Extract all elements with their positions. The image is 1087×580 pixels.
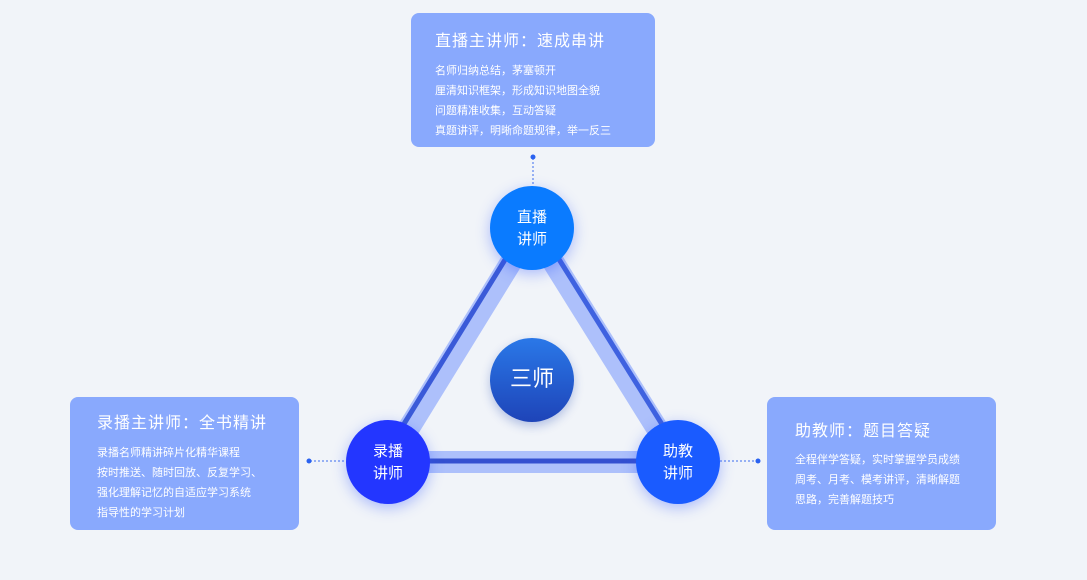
card-line: 思路，完善解题技巧	[795, 493, 894, 506]
card-line: 按时推送、随时回放、反复学习、	[97, 466, 262, 479]
node-label: 助教	[662, 442, 693, 460]
node-assistant-lecturer: 助教 讲师	[636, 420, 720, 504]
node-label: 三师	[509, 367, 554, 392]
node-label: 讲师	[662, 464, 693, 482]
card-recorded-lecturer: 录播主讲师：全书精讲 录播名师精讲碎片化精华课程 按时推送、随时回放、反复学习、…	[70, 397, 299, 530]
node-label: 讲师	[516, 230, 547, 248]
card-title: 直播主讲师：速成串讲	[435, 31, 606, 50]
dot-right	[755, 458, 761, 464]
card-line: 全程伴学答疑，实时掌握学员成绩	[795, 453, 960, 466]
node-label: 直播	[516, 208, 547, 226]
card-live-lecturer: 直播主讲师：速成串讲 名师归纳总结，茅塞顿开 厘清知识框架，形成知识地图全貌 问…	[411, 13, 655, 147]
card-line: 周考、月考、模考讲评，清晰解题	[795, 473, 960, 486]
card-line: 录播名师精讲碎片化精华课程	[97, 446, 240, 459]
node-label: 录播	[372, 442, 403, 460]
card-line: 名师归纳总结，茅塞顿开	[435, 64, 556, 77]
connector-top-right	[522, 222, 688, 468]
card-title: 助教师：题目答疑	[795, 421, 932, 440]
node-three-teachers: 三师	[490, 338, 574, 422]
dot-left	[306, 458, 312, 464]
node-label: 讲师	[372, 464, 403, 482]
card-line: 真题讲评，明晰命题规律，举一反三	[435, 124, 611, 137]
node-live-lecturer: 直播 讲师	[490, 186, 574, 270]
dot-top	[530, 154, 536, 160]
connector-top-left	[378, 222, 542, 468]
card-line: 厘清知识框架，形成知识地图全貌	[435, 84, 600, 97]
card-teaching-assistant: 助教师：题目答疑 全程伴学答疑，实时掌握学员成绩 周考、月考、模考讲评，清晰解题…	[767, 397, 996, 530]
card-line: 强化理解记忆的自适应学习系统	[97, 486, 251, 499]
card-title: 录播主讲师：全书精讲	[97, 413, 268, 432]
connector-left-right	[388, 451, 678, 473]
node-recorded-lecturer: 录播 讲师	[346, 420, 430, 504]
card-line: 问题精准收集，互动答疑	[435, 104, 556, 117]
card-line: 指导性的学习计划	[97, 506, 185, 519]
